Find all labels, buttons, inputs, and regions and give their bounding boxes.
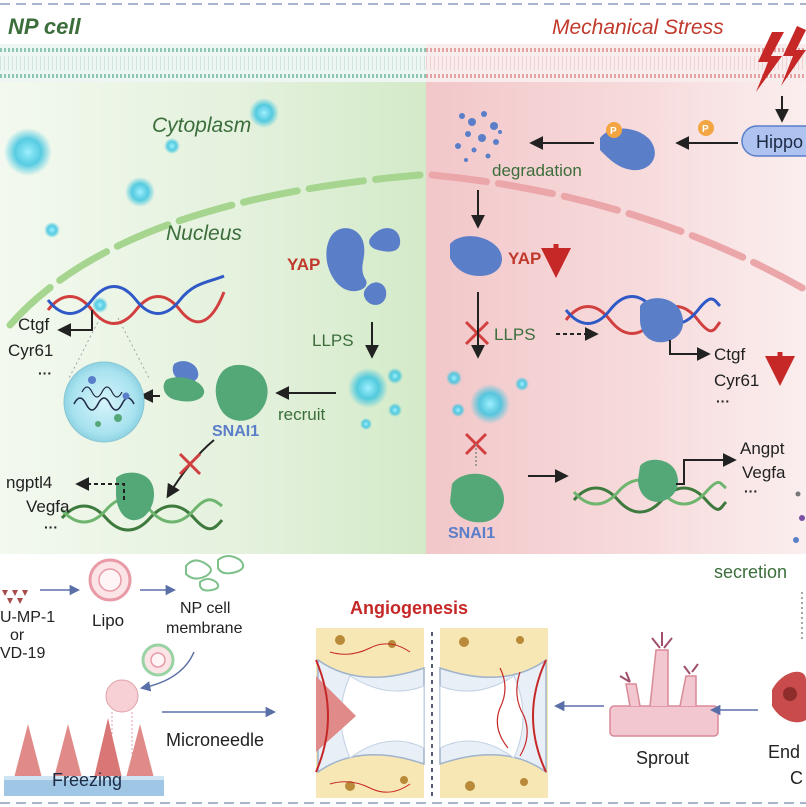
phospho-yap — [600, 120, 714, 171]
yap-label-left: YAP — [287, 255, 320, 274]
vegfa-left: Vegfa — [26, 497, 70, 516]
ellipsis-right-2: ··· — [744, 483, 758, 499]
drug-triangles — [2, 590, 28, 604]
snai1-protein-left — [215, 364, 268, 421]
microneedle-patch — [4, 679, 164, 796]
hippo-pathway-box — [741, 125, 806, 157]
cytoplasm-label: Cytoplasm — [152, 114, 251, 137]
dna-helix-left-bottom — [60, 496, 224, 532]
angpt-arrow-right — [676, 453, 737, 485]
drug-line3: VD-19 — [0, 645, 45, 662]
intervertebral-disc-right — [439, 628, 548, 798]
endothelial-cell-icon — [772, 671, 806, 723]
endothelial-line1: End — [768, 742, 800, 762]
membrane-line2: membrane — [166, 620, 243, 637]
lightning-icon — [756, 26, 806, 92]
llps-droplets-right — [446, 370, 529, 424]
coated-nanoparticle-icon — [141, 643, 175, 677]
mechanical-stress-title: Mechanical Stress — [552, 16, 724, 39]
dna-helix-left-top — [46, 274, 226, 325]
coating-arrow — [139, 651, 195, 692]
yap-protein-cluster — [326, 228, 401, 305]
phospho-badge-2: P — [702, 124, 709, 135]
degradation-label: degradation — [492, 161, 582, 180]
liposome-icon — [88, 558, 132, 602]
cyr61-left: Cyr61 — [8, 341, 53, 360]
cell-membrane-red — [426, 44, 806, 82]
angptl4-left: ngptl4 — [6, 473, 52, 492]
llps-droplets-left — [348, 368, 403, 430]
llps-label-right: LLPS — [494, 325, 536, 344]
ctgf-left: Ctgf — [18, 315, 49, 334]
np-cell-panel — [0, 82, 426, 554]
yap-label-right: YAP — [508, 249, 541, 268]
secretion-label: secretion — [714, 562, 787, 582]
membrane-line1: NP cell — [180, 600, 230, 617]
yap-protein-right — [450, 236, 502, 276]
phospho-badge-1: P — [610, 126, 617, 137]
angptl4-dashed-arrow — [75, 477, 125, 500]
vegfa-right: Vegfa — [742, 463, 786, 482]
yap-on-dna-right — [640, 298, 684, 343]
angpt-right: Angpt — [740, 439, 785, 458]
angiogenesis-title: Angiogenesis — [350, 598, 468, 618]
ellipsis-left-2: ··· — [44, 519, 58, 535]
freezing-label: Freezing — [52, 770, 122, 790]
intervertebral-disc-left — [315, 628, 425, 798]
ctgf-arrow-right — [669, 340, 711, 361]
blocked-x-left — [178, 452, 202, 476]
sprout-label: Sprout — [636, 748, 689, 768]
hippo-label: Hippo — [756, 132, 803, 152]
snai1-on-dna-left — [116, 472, 155, 521]
membrane-fragments-icon — [185, 555, 245, 592]
llps-label-left: LLPS — [312, 331, 354, 350]
ellipsis-left-1: ··· — [38, 365, 52, 381]
endothelial-line2: C — [790, 768, 803, 788]
cell-membrane-green — [0, 44, 426, 82]
ellipsis-right-1: ··· — [716, 393, 730, 409]
snai1-protein-right — [450, 473, 505, 523]
sprout-vessel-icon — [609, 632, 719, 737]
snai1-label-right: SNAI1 — [448, 525, 495, 542]
drug-line1: U-MP-1 — [0, 609, 55, 626]
ctgf-arrow-left — [57, 310, 93, 337]
degraded-yap-fragments — [455, 111, 502, 162]
microneedle-label: Microneedle — [166, 730, 264, 750]
recruit-label: recruit — [278, 405, 326, 424]
nucleus-label: Nucleus — [166, 222, 242, 245]
nuclear-envelope-green — [6, 171, 424, 329]
snai1-label-left: SNAI1 — [212, 423, 259, 440]
cytoplasm-droplets — [4, 98, 279, 238]
lipo-label: Lipo — [92, 611, 124, 630]
condensate-droplet — [63, 317, 151, 443]
yap-snai1-complex — [163, 361, 205, 402]
nuclear-envelope-red — [428, 171, 806, 294]
cyr61-right: Cyr61 — [714, 371, 759, 390]
secretion-dots — [793, 491, 805, 543]
np-cell-title: NP cell — [8, 14, 81, 39]
ctgf-right: Ctgf — [714, 345, 745, 364]
snai1-on-dna-right — [638, 459, 678, 502]
drug-line2: or — [10, 627, 25, 644]
